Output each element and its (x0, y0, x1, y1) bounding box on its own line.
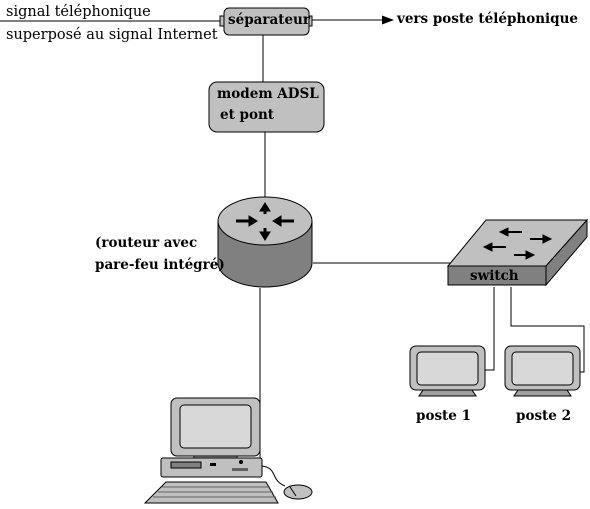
workstation-label-2: poste 2 (516, 408, 571, 424)
workstation-label-1: poste 1 (416, 408, 471, 424)
monitor-icon (504, 345, 581, 397)
mouse-icon (261, 465, 313, 500)
switch-label: switch (470, 268, 519, 284)
router-label-line2: pare-feu intégré) (95, 257, 225, 273)
monitor-icon (409, 345, 486, 397)
keyboard-icon (143, 481, 279, 504)
phone-output-label: vers poste téléphonique (397, 11, 579, 27)
modem-label-line1: modem ADSL (217, 86, 319, 102)
incoming-signal-label-line1: signal téléphonique (6, 4, 151, 20)
router-icon (217, 196, 313, 288)
desktop-computer-icon (160, 397, 263, 478)
incoming-signal-label-line2: superposé au signal Internet (6, 27, 218, 43)
splitter-box (219, 7, 313, 36)
modem-label-line2: et pont (220, 107, 275, 123)
switch-poste1-link (484, 287, 495, 371)
switch-poste2-link (510, 287, 585, 373)
splitter-label: séparateur (228, 12, 310, 28)
arrow-head (382, 15, 394, 25)
modem-box (208, 81, 325, 133)
router-label-line1: (routeur avec (95, 235, 198, 251)
switch-icon (446, 218, 589, 287)
